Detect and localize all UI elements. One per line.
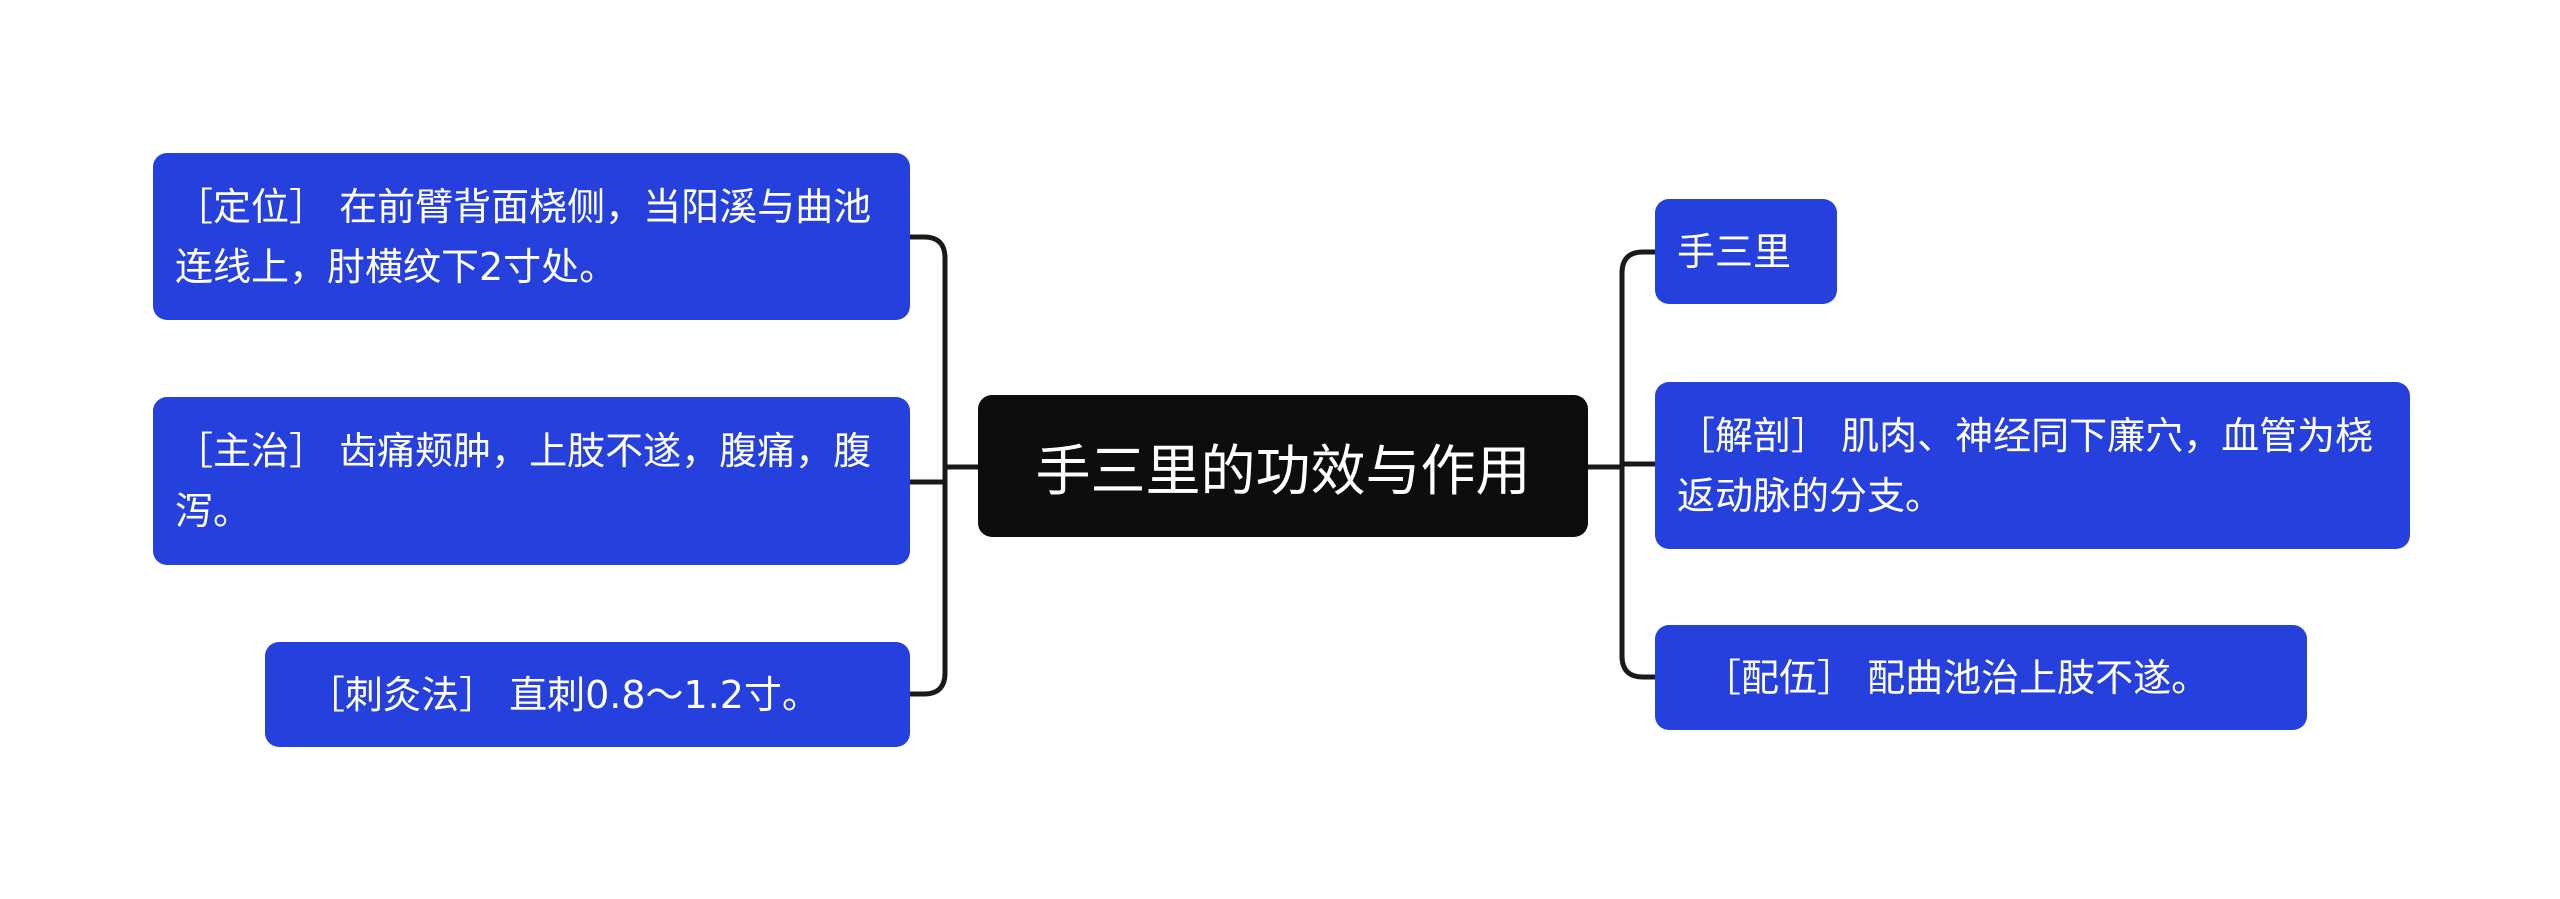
connector-left-1 xyxy=(907,234,948,470)
node-location-label: ［定位］ 在前臂背面桡侧，当阳溪与曲池连线上，肘横纹下2寸处。 xyxy=(175,184,872,289)
central-topic[interactable]: 手三里的功效与作用 xyxy=(978,395,1588,537)
central-topic-label: 手三里的功效与作用 xyxy=(1035,439,1531,503)
node-point-name-label: 手三里 xyxy=(1677,229,1792,274)
node-anatomy-label: ［解剖］ 肌肉、神经同下廉穴，血管为桡返动脉的分支。 xyxy=(1677,413,2374,518)
connector-right-3 xyxy=(1619,464,1658,680)
node-location[interactable]: ［定位］ 在前臂背面桡侧，当阳溪与曲池连线上，肘横纹下2寸处。 xyxy=(153,153,910,320)
node-combination[interactable]: ［配伍］ 配曲池治上肢不遂。 xyxy=(1655,625,2307,730)
node-needling-method[interactable]: ［刺灸法］ 直刺0.8～1.2寸。 xyxy=(265,642,910,747)
node-indications-label: ［主治］ 齿痛颊肿，上肢不遂，腹痛，腹泻。 xyxy=(175,429,872,533)
node-indications[interactable]: ［主治］ 齿痛颊肿，上肢不遂，腹痛，腹泻。 xyxy=(153,397,910,565)
node-needling-method-label: ［刺灸法］ 直刺0.8～1.2寸。 xyxy=(307,672,820,717)
node-point-name[interactable]: 手三里 xyxy=(1655,199,1837,304)
connector-right-1 xyxy=(1619,249,1658,470)
connector-left-3 xyxy=(907,464,948,697)
node-combination-label: ［配伍］ 配曲池治上肢不遂。 xyxy=(1703,655,2210,700)
node-anatomy[interactable]: ［解剖］ 肌肉、神经同下廉穴，血管为桡返动脉的分支。 xyxy=(1655,382,2410,549)
